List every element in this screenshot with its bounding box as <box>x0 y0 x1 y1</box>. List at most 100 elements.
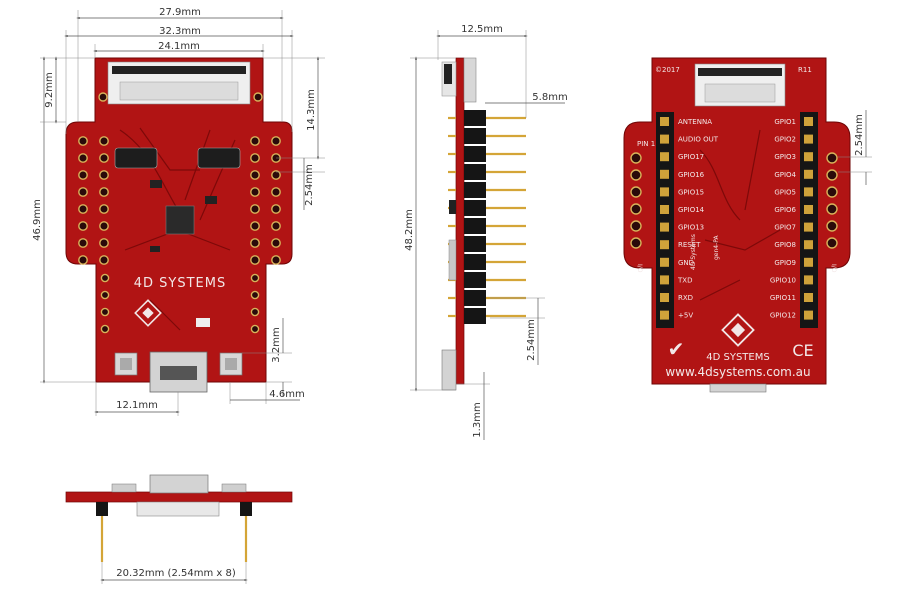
header-hole <box>250 290 260 300</box>
back-pad <box>804 205 813 214</box>
back-right-label: GPIO7 <box>774 224 796 232</box>
dim-2-54-front: 2.54mm <box>304 164 315 206</box>
crystal-left <box>114 147 158 169</box>
back-left-label: AUDIO OUT <box>678 136 719 144</box>
usb-port <box>160 366 197 380</box>
header-hole <box>250 170 260 180</box>
back-left-label: GND <box>678 259 694 267</box>
bottom-fpc <box>136 501 220 517</box>
dim-48-2: 48.2mm <box>404 209 415 251</box>
header-hole <box>100 307 110 317</box>
dim-12-5: 12.5mm <box>461 24 503 35</box>
back-left-header <box>656 112 674 328</box>
header-hole <box>250 273 260 283</box>
edge-hole <box>826 152 838 164</box>
edge-hole <box>630 152 642 164</box>
edge-hole <box>630 203 642 215</box>
back-pad <box>804 134 813 144</box>
header-hole <box>100 273 110 283</box>
side-header-block <box>464 146 486 162</box>
header-hole <box>271 204 281 214</box>
bottom-usb <box>149 474 209 494</box>
side-usb <box>441 349 457 391</box>
back-pad <box>804 169 813 179</box>
dim-1-3: 1.3mm <box>472 402 483 437</box>
back-pad <box>804 152 813 162</box>
back-left-label: ANTENNA <box>678 118 712 126</box>
dim-4-6: 4.6mm <box>269 389 304 400</box>
header-hole <box>99 170 109 180</box>
back-pad <box>660 117 669 126</box>
back-right-label: GPIO6 <box>774 206 796 214</box>
back-right-label: GPIO4 <box>774 171 796 179</box>
back-vertical-2: 4D Systems <box>690 234 697 270</box>
back-right-labels: GPIO1GPIO2GPIO3GPIO4GPIO5GPIO6GPIO7GPIO8… <box>770 118 797 320</box>
dim-2-54-side: 2.54mm <box>526 319 537 361</box>
back-pad <box>804 187 813 197</box>
back-pad <box>804 222 813 232</box>
header-hole <box>250 221 260 231</box>
edge-hole <box>630 237 642 249</box>
back-dimensions: 2.54mm <box>838 110 872 185</box>
front-brand: 4D SYSTEMS <box>134 276 226 291</box>
side-view <box>441 57 526 391</box>
header-hole <box>250 324 260 334</box>
back-left-label: GPIO17 <box>678 153 704 161</box>
led <box>196 318 210 327</box>
reset-button-cap <box>120 358 132 370</box>
dim-5-8: 5.8mm <box>532 92 567 103</box>
dim-27-9: 27.9mm <box>159 7 201 18</box>
header-hole <box>78 153 88 163</box>
back-pad <box>804 275 813 285</box>
side-dimensions: 12.5mm 5.8mm 48.2mm 2.54mm 1.3mm <box>404 24 568 440</box>
side-header-block <box>464 200 486 216</box>
bottom-button-right <box>221 483 247 493</box>
back-left-label: GPIO14 <box>678 206 705 214</box>
dim-46-9: 46.9mm <box>32 199 43 241</box>
back-right-label: GPIO3 <box>774 153 796 161</box>
side-header-block <box>464 128 486 144</box>
back-revision: R11 <box>798 66 812 74</box>
front-header-holes <box>78 136 281 334</box>
header-hole <box>78 170 88 180</box>
header-hole <box>99 238 109 248</box>
dim-9-2: 9.2mm <box>44 72 55 107</box>
side-pin-header <box>448 110 526 324</box>
back-left-label: TXD <box>677 276 692 284</box>
fpc-latch <box>112 66 246 74</box>
back-pcb <box>623 57 851 385</box>
header-hole <box>250 153 260 163</box>
side-header-block <box>464 254 486 270</box>
side-header-block <box>464 308 486 324</box>
back-brand: 4D SYSTEMS <box>706 352 769 363</box>
header-hole <box>78 221 88 231</box>
back-right-label: GPIO8 <box>774 241 796 249</box>
header-hole <box>99 136 109 146</box>
back-fpc-contacts <box>704 83 776 103</box>
bottom-dimensions: 20.32mm (2.54mm x 8) <box>100 562 248 584</box>
header-hole <box>250 255 260 265</box>
back-left-label: +5V <box>678 312 693 320</box>
header-hole <box>99 255 109 265</box>
back-left-label: RXD <box>678 294 693 302</box>
header-hole <box>271 238 281 248</box>
side-header-block <box>464 110 486 126</box>
header-hole <box>100 324 110 334</box>
back-left-label: RESET <box>678 241 701 249</box>
smd-part <box>150 246 160 252</box>
header-hole <box>78 136 88 146</box>
edge-hole <box>826 169 838 181</box>
back-year: ©2017 <box>655 66 680 74</box>
back-pad <box>660 152 669 162</box>
edge-hole <box>826 237 838 249</box>
back-left-io: I/O <box>636 264 643 273</box>
header-hole <box>271 170 281 180</box>
bottom-button-left <box>111 483 137 493</box>
header-hole <box>271 136 281 146</box>
ce-mark: CE <box>792 341 813 360</box>
back-pad <box>660 257 669 267</box>
side-fpc <box>463 57 477 103</box>
